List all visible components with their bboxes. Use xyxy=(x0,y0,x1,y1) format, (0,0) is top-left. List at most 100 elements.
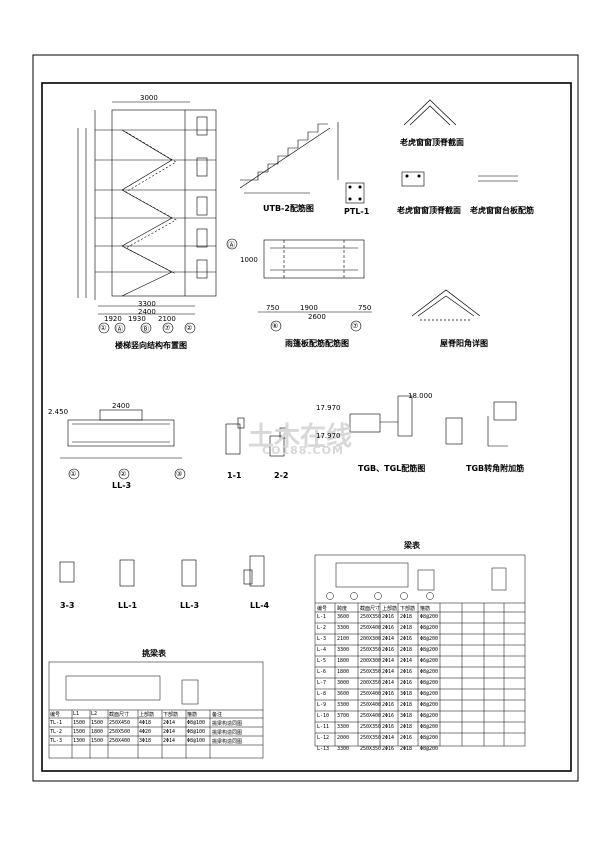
beam-cell: 2Φ18 xyxy=(400,647,413,653)
title-tiger-ridge-2: 老虎窗窗顶脊截面 xyxy=(397,206,461,215)
beam-cell: 2Φ16 xyxy=(382,713,395,719)
tiger-window-sill xyxy=(401,171,518,187)
title-lintel-table: 挑梁表 xyxy=(142,649,166,658)
beam-cell: L-1 xyxy=(317,614,327,620)
lintel-cell: 250X400 xyxy=(109,738,131,744)
beam-cell: 250X400 xyxy=(360,625,382,631)
section-11 xyxy=(225,417,245,455)
beam-cell: 2Φ14 xyxy=(382,636,395,642)
title-sec11: 1-1 xyxy=(227,471,242,480)
elev-2: 18.000 xyxy=(408,392,433,400)
axis-stair-1: ① xyxy=(100,324,107,332)
beam-cell: 3300 xyxy=(337,625,350,631)
beam-cell: 2Φ16 xyxy=(400,680,413,686)
lintel-cell: 4Φ20 xyxy=(139,729,152,735)
rain-canopy-plan xyxy=(226,238,372,332)
beam-cell: 2Φ14 xyxy=(382,669,395,675)
tgb-tgl-detail xyxy=(349,395,413,437)
beam-cell: L-9 xyxy=(317,702,327,708)
beam-cell: L-5 xyxy=(317,658,327,664)
dim-stair-b2: 2400 xyxy=(138,308,156,316)
beam-cell: Φ8@200 xyxy=(420,680,439,686)
beam-cell: 2Φ18 xyxy=(400,746,413,752)
beam-cell: 3Φ18 xyxy=(400,713,413,719)
title-tiger-sill: 老虎窗窗台板配筋 xyxy=(470,206,534,215)
beam-cell: Φ8@200 xyxy=(420,691,439,697)
beam-cell: 2Φ16 xyxy=(382,724,395,730)
beam-cell: Φ8@200 xyxy=(420,669,439,675)
beam-cell: 2Φ16 xyxy=(400,636,413,642)
beam-cell: 250X350 xyxy=(360,724,382,730)
beam-cell: L-7 xyxy=(317,680,327,686)
elev-3: 17.970 xyxy=(316,432,341,440)
beam-cell: 200X300 xyxy=(360,636,382,642)
title-ll4: LL-4 xyxy=(250,601,270,610)
beam-cell: 2Φ14 xyxy=(382,735,395,741)
lintel-header-cell: 箍筋 xyxy=(187,712,198,718)
lintel-cell: 1500 xyxy=(73,720,86,726)
beam-cell: 3Φ18 xyxy=(400,691,413,697)
beam-cell: 3000 xyxy=(337,680,350,686)
stair-axis-bubbles xyxy=(98,322,196,334)
beam-header-cell: 下部筋 xyxy=(400,606,416,612)
beam-cell: 3700 xyxy=(337,713,350,719)
title-tgb-corner: TGB转角附加筋 xyxy=(466,464,525,473)
beam-cell: L-11 xyxy=(317,724,330,730)
lintel-header-cell: 截面尺寸 xyxy=(109,712,130,718)
dim-stair-b: 2100 xyxy=(158,315,176,323)
axis-rain-side: Ⓐ xyxy=(228,241,235,249)
beam-cell: 1800 xyxy=(337,669,350,675)
beam-cell: 2Φ16 xyxy=(400,669,413,675)
beam-cell: Φ8@200 xyxy=(420,746,439,752)
small-sections xyxy=(59,555,265,587)
utb2-drawing xyxy=(239,122,339,194)
beam-cell: Φ8@200 xyxy=(420,625,439,631)
lintel-cell: TL-1 xyxy=(50,720,63,726)
lintel-header-cell: 下部筋 xyxy=(163,712,179,718)
lintel-cell: 250X500 xyxy=(109,729,131,735)
lintel-header-cell: 备注 xyxy=(212,712,223,718)
lintel-cell: 挑梁构造同图 xyxy=(212,721,243,727)
beam-cell: 2Φ18 xyxy=(400,625,413,631)
title-ll3b: LL-3 xyxy=(180,601,200,610)
title-tgb: TGB、TGL配筋图 xyxy=(358,464,426,473)
watermark-sub: CO188.COM xyxy=(262,444,344,457)
section-22 xyxy=(269,427,287,457)
beam-cell: Φ8@200 xyxy=(420,636,439,642)
lintel-cell: Φ8@100 xyxy=(187,729,206,735)
beam-cell: Φ6@200 xyxy=(420,658,439,664)
title-beam-table: 梁表 xyxy=(404,541,420,550)
beam-cell: 2Φ14 xyxy=(382,658,395,664)
lintel-header-cell: L2 xyxy=(91,711,98,717)
lintel-cell: 1800 xyxy=(91,729,104,735)
axis-ll3-1: ① xyxy=(70,470,77,478)
beam-cell: 250X350 xyxy=(360,647,382,653)
dim-rain-h: 1000 xyxy=(240,256,258,264)
beam-cell: L-2 xyxy=(317,625,327,631)
beam-cell: Φ8@200 xyxy=(420,647,439,653)
beam-cell: 250X350 xyxy=(360,669,382,675)
beam-cell: 200X300 xyxy=(360,658,382,664)
title-ll1: LL-1 xyxy=(118,601,138,610)
elev-4: 2.450 xyxy=(48,408,69,416)
tgb-corner-bars xyxy=(445,401,517,447)
lintel-header-cell: L1 xyxy=(73,711,80,717)
beam-cell: Φ8@200 xyxy=(420,614,439,620)
beam-cell: 3300 xyxy=(337,702,350,708)
beam-cell: L-13 xyxy=(317,746,330,752)
beam-cell: 250X400 xyxy=(360,702,382,708)
lintel-cell: 2Φ14 xyxy=(163,729,176,735)
tiger-window-ridge xyxy=(403,99,457,126)
dim-rain-seg1: 750 xyxy=(266,304,280,312)
beam-cell: Φ8@200 xyxy=(420,702,439,708)
lintel-cell: 2Φ14 xyxy=(163,738,176,744)
elev-1: 17.970 xyxy=(316,404,341,412)
watermark: 土木在线 xyxy=(248,422,353,452)
title-utb2: UTB-2配筋图 xyxy=(263,204,314,213)
beam-cell: L-6 xyxy=(317,669,327,675)
beam-cell: 3600 xyxy=(337,691,350,697)
axis-stair-2: ② xyxy=(186,324,193,332)
beam-header-cell: 编号 xyxy=(317,606,328,612)
title-ll3: LL-3 xyxy=(112,481,132,490)
beam-cell: Φ8@200 xyxy=(420,724,439,730)
